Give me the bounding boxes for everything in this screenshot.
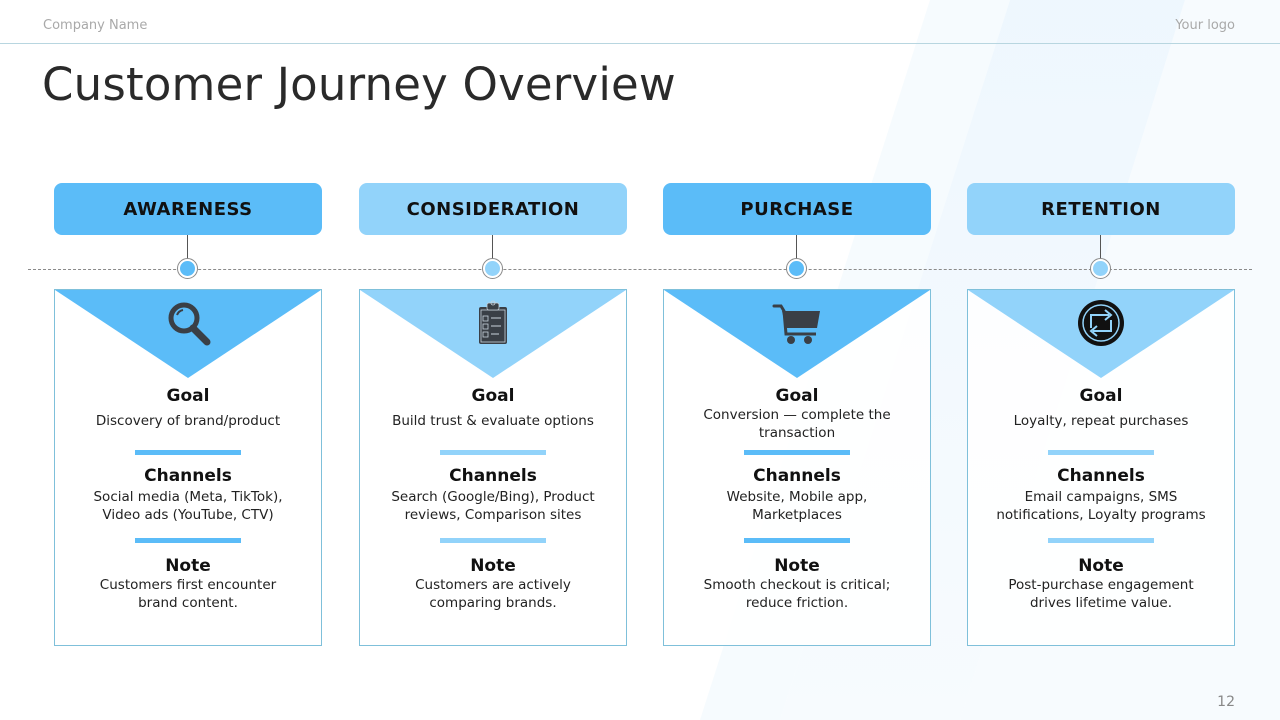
stage-consideration: CONSIDERATION Goal Build trust & evaluat… — [359, 183, 627, 646]
note-text: Customers first encounter brand content. — [99, 577, 277, 611]
goal-section: Goal Build trust & evaluate options — [360, 386, 626, 430]
clipboard-checklist-icon — [479, 300, 507, 344]
goal-text: Discovery of brand/product — [95, 413, 281, 429]
company-name: Company Name — [43, 18, 148, 33]
section-divider — [1048, 450, 1154, 455]
section-divider — [1048, 538, 1154, 543]
timeline-node — [482, 258, 503, 279]
timeline-node — [177, 258, 198, 279]
goal-heading: Goal — [775, 386, 819, 406]
stage-tab-purchase: PURCHASE — [663, 183, 931, 235]
channels-heading: Channels — [449, 466, 537, 486]
note-section: Note Smooth checkout is critical; reduce… — [664, 556, 930, 612]
goal-heading: Goal — [166, 386, 210, 406]
channels-heading: Channels — [1057, 466, 1145, 486]
section-divider — [744, 538, 850, 543]
timeline-node — [786, 258, 807, 279]
connector-line — [492, 235, 493, 261]
search-icon — [168, 302, 211, 346]
stage-tab-retention: RETENTION — [967, 183, 1235, 235]
note-heading: Note — [1078, 556, 1124, 576]
connector-line — [1100, 235, 1101, 261]
section-divider — [744, 450, 850, 455]
channels-section: Channels Email campaigns, SMS notificati… — [968, 466, 1234, 524]
section-divider — [135, 450, 241, 455]
note-text: Smooth checkout is critical; reduce fric… — [703, 577, 891, 611]
note-section: Note Customers first encounter brand con… — [55, 556, 321, 612]
channels-text: Search (Google/Bing), Product reviews, C… — [391, 489, 595, 523]
stage-retention: RETENTION Goal Loyalty, repeat purchases… — [967, 183, 1235, 646]
section-divider — [440, 450, 546, 455]
channels-text: Email campaigns, SMS notifications, Loya… — [996, 489, 1206, 523]
stage-tab-awareness: AWARENESS — [54, 183, 322, 235]
note-heading: Note — [774, 556, 820, 576]
note-heading: Note — [470, 556, 516, 576]
stage-card: Goal Build trust & evaluate options Chan… — [359, 289, 627, 646]
shopping-cart-icon — [772, 304, 820, 344]
timeline-node — [1090, 258, 1111, 279]
channels-heading: Channels — [144, 466, 232, 486]
note-text: Customers are actively comparing brands. — [415, 577, 571, 611]
logo-placeholder: Your logo — [1175, 18, 1235, 33]
goal-section: Goal Loyalty, repeat purchases — [968, 386, 1234, 430]
stage-card: Goal Discovery of brand/product Channels… — [54, 289, 322, 646]
channels-section: Channels Search (Google/Bing), Product r… — [360, 466, 626, 524]
goal-section: Goal Discovery of brand/product — [55, 386, 321, 430]
stage-card: Goal Loyalty, repeat purchases Channels … — [967, 289, 1235, 646]
note-text: Post-purchase engagement drives lifetime… — [1008, 577, 1194, 611]
connector-line — [796, 235, 797, 261]
timeline-dashed-line — [28, 269, 1252, 270]
page-title: Customer Journey Overview — [42, 58, 676, 111]
section-divider — [440, 538, 546, 543]
goal-text: Loyalty, repeat purchases — [1013, 413, 1189, 429]
note-heading: Note — [165, 556, 211, 576]
goal-heading: Goal — [1079, 386, 1123, 406]
connector-line — [187, 235, 188, 261]
repeat-exchange-icon — [1078, 300, 1124, 346]
channels-text: Website, Mobile app, Marketplaces — [726, 489, 868, 523]
page-number: 12 — [1217, 694, 1235, 710]
stage-card: Goal Conversion — complete the transacti… — [663, 289, 931, 646]
channels-text: Social media (Meta, TikTok), Video ads (… — [93, 489, 283, 523]
stage-awareness: AWARENESS Goal Discovery of brand/produc… — [54, 183, 322, 646]
channels-heading: Channels — [753, 466, 841, 486]
goal-section: Goal Conversion — complete the transacti… — [664, 386, 930, 442]
header-divider — [0, 43, 1280, 44]
goal-text: Conversion — complete the transaction — [703, 407, 891, 441]
note-section: Note Post-purchase engagement drives lif… — [968, 556, 1234, 612]
stage-purchase: PURCHASE Goal Conversion — complete the … — [663, 183, 931, 646]
stage-tab-consideration: CONSIDERATION — [359, 183, 627, 235]
goal-text: Build trust & evaluate options — [392, 413, 594, 429]
channels-section: Channels Social media (Meta, TikTok), Vi… — [55, 466, 321, 524]
channels-section: Channels Website, Mobile app, Marketplac… — [664, 466, 930, 524]
section-divider — [135, 538, 241, 543]
note-section: Note Customers are actively comparing br… — [360, 556, 626, 612]
goal-heading: Goal — [471, 386, 515, 406]
